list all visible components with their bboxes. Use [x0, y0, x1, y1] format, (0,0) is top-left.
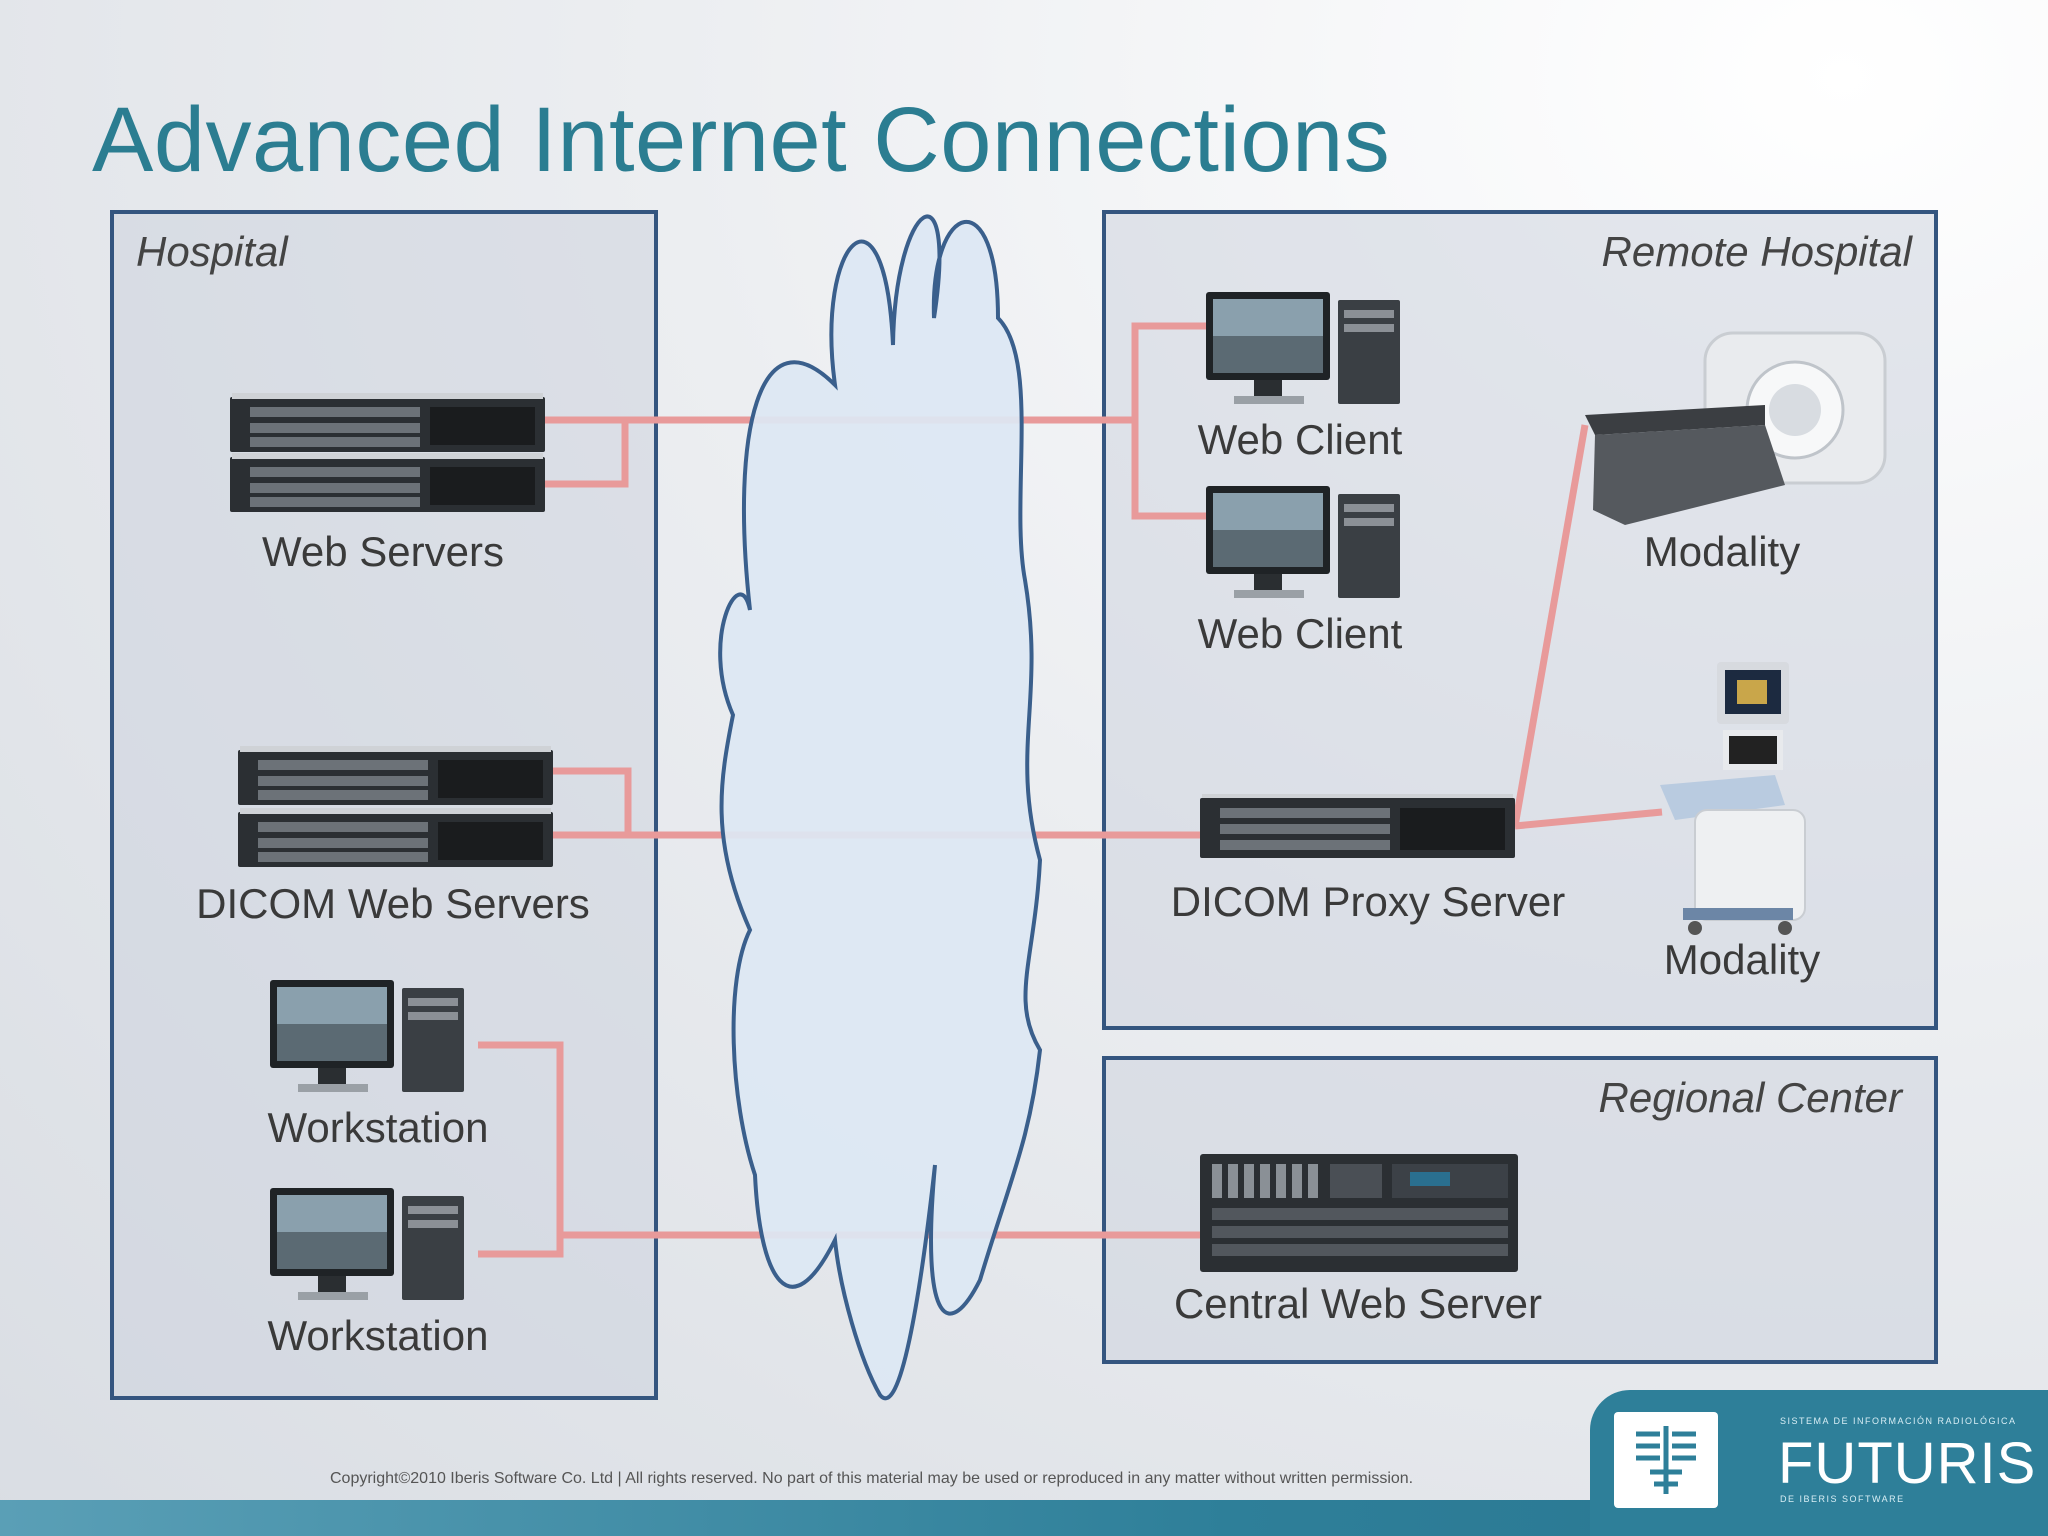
central-web-server-label: Central Web Server	[1173, 1280, 1543, 1327]
slide-title: Advanced Internet Connections	[92, 89, 1391, 191]
workstation-2-label: Workstation	[267, 1312, 489, 1359]
copyright-notice: Copyright©2010 Iberis Software Co. Ltd |…	[330, 1470, 1414, 1487]
workstation-1-icon	[270, 980, 464, 1092]
futuris-logo-icon	[1614, 1412, 1718, 1508]
link-proxy-to-modality-1	[1511, 424, 1589, 827]
brand-subline: DE IBERIS SOFTWARE	[1780, 1494, 1905, 1504]
web-client-1-icon	[1206, 292, 1400, 404]
web-client-1-label: Web Client	[1197, 416, 1403, 463]
dicom-proxy-server-label: DICOM Proxy Server	[1170, 878, 1566, 925]
link-web-clients	[1131, 322, 1206, 520]
remote-hospital-label: Remote Hospital	[1601, 228, 1912, 275]
link-dicom-web-servers	[553, 767, 632, 839]
ct-scanner-icon	[1585, 331, 1887, 525]
workstation-1-label: Workstation	[267, 1104, 489, 1151]
dicom-web-servers-icon	[238, 746, 553, 867]
web-client-2-label: Web Client	[1197, 610, 1403, 657]
web-client-2-icon	[1206, 486, 1400, 598]
futuris-logo-area: SISTEMA DE INFORMACIÓN RADIOLÓGICA FUTUR…	[1590, 1390, 2048, 1536]
ultrasound-icon	[1660, 662, 1806, 935]
dicom-web-servers-label: DICOM Web Servers	[196, 880, 590, 927]
internet-cloud	[718, 214, 1043, 1401]
link-workstations	[478, 1041, 564, 1258]
regional-center-label: Regional Center	[1598, 1074, 1902, 1121]
link-web-servers	[545, 416, 629, 488]
central-web-server-icon	[1200, 1154, 1518, 1272]
brand-tagline: SISTEMA DE INFORMACIÓN RADIOLÓGICA	[1780, 1416, 2017, 1426]
brand-name: FUTURIS	[1778, 1431, 2037, 1496]
web-servers-icon	[230, 393, 545, 512]
workstation-2-icon	[270, 1188, 464, 1300]
modality-2-label: Modality	[1663, 936, 1821, 983]
web-servers-label: Web Servers	[262, 528, 504, 575]
dicom-proxy-server-icon	[1200, 794, 1515, 858]
hospital-label: Hospital	[136, 228, 288, 275]
modality-1-label: Modality	[1643, 528, 1801, 575]
link-proxy-to-modality-2	[1514, 808, 1663, 830]
